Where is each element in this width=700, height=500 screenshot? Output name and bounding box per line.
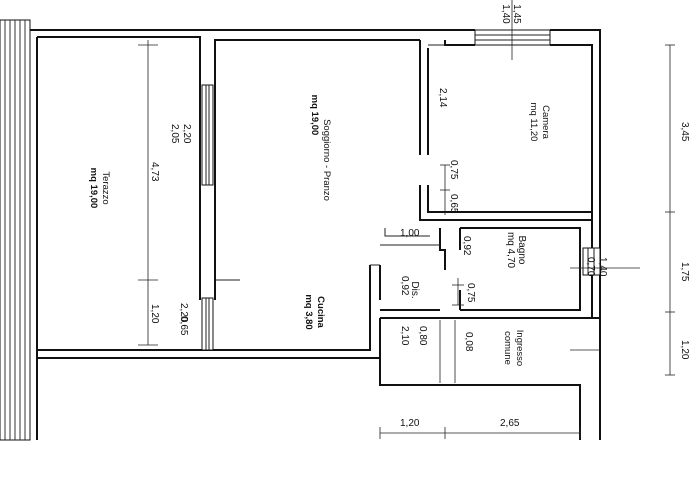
entrance-name-1: Ingresso bbox=[514, 330, 525, 366]
balcony-railing bbox=[0, 19, 31, 441]
dim-bedroom-wall: 2,14 bbox=[437, 88, 448, 108]
room-kitchen: Cucina mq 3,80 bbox=[303, 294, 326, 329]
entrance-walls bbox=[439, 320, 600, 383]
room-terrace: Terazzo mq 19,00 bbox=[88, 168, 111, 209]
kitchen-name: Cucina bbox=[315, 296, 326, 328]
entrance-name-2: comune bbox=[502, 331, 513, 365]
room-entrance: Ingresso comune bbox=[502, 330, 525, 366]
terrace-dimension bbox=[138, 40, 158, 346]
bathroom-walls bbox=[370, 227, 600, 319]
dim-hall-width: 1,00 bbox=[400, 228, 420, 239]
dim-entrance-h: 2,10 bbox=[399, 326, 410, 346]
dim-bedroom-door: 0,75 bbox=[448, 160, 459, 180]
dim-kitchen-window: 2,20 bbox=[178, 303, 189, 323]
svg-text:1,40: 1,40 bbox=[597, 257, 608, 277]
terrace-living-wall bbox=[199, 80, 240, 351]
bathroom-area: mq 4,70 bbox=[505, 232, 516, 269]
dim-terrace-height: 4,73 bbox=[149, 162, 160, 182]
dim-top-window: 1,45 1,40 bbox=[500, 4, 522, 24]
top-window bbox=[474, 0, 551, 60]
dim-right-top: 3,45 bbox=[679, 122, 690, 142]
outer-walls bbox=[30, 29, 601, 440]
bottom-dimension-chain bbox=[379, 427, 581, 439]
living-name: Soggiorno - Pranzo bbox=[321, 119, 332, 201]
bedroom-area: mq 11,20 bbox=[528, 103, 539, 142]
svg-text:0,70: 0,70 bbox=[585, 257, 596, 277]
room-living: Soggiorno - Pranzo mq 19,00 bbox=[309, 95, 332, 201]
room-bedroom: Camera mq 11,20 bbox=[528, 103, 551, 142]
bedroom-walls bbox=[419, 40, 592, 221]
terrace-name: Terazzo bbox=[100, 171, 111, 204]
terrace-area: mq 19,00 bbox=[88, 168, 99, 209]
dim-right-low: 1,20 bbox=[679, 340, 690, 360]
svg-text:2,05: 2,05 bbox=[169, 124, 180, 144]
dim-hall-door: 0,92 bbox=[399, 276, 410, 296]
dim-right-mid: 1,75 bbox=[679, 262, 690, 282]
dim-bath-door-a: 0,92 bbox=[461, 236, 472, 256]
bath-window bbox=[570, 247, 640, 276]
hallway-name: Dis. bbox=[409, 281, 420, 298]
dim-bottom-right: 2,65 bbox=[500, 418, 520, 429]
dim-terrace-lower: 1,20 bbox=[149, 304, 160, 324]
right-dimension-chain bbox=[665, 44, 675, 376]
svg-text:1,45: 1,45 bbox=[511, 4, 522, 24]
room-bathroom: Bagno mq 4,70 bbox=[505, 232, 527, 269]
living-area: mq 19,00 bbox=[309, 95, 320, 136]
dim-bath-window: 1,40 0,70 bbox=[585, 257, 608, 277]
dim-bedroom-gap: 0,65 bbox=[448, 194, 459, 214]
dim-bath-door: 0,75 bbox=[465, 283, 476, 303]
dim-entrance-w: 0,80 bbox=[417, 326, 428, 346]
dim-bottom-left: 1,20 bbox=[400, 418, 420, 429]
dim-entrance-side: 0,08 bbox=[463, 332, 474, 352]
bathroom-name: Bagno bbox=[516, 236, 527, 265]
bedroom-name: Camera bbox=[540, 105, 551, 140]
room-hallway: Dis. bbox=[409, 281, 420, 298]
svg-text:1,40: 1,40 bbox=[500, 4, 511, 24]
dim-living-window: 2,20 2,05 bbox=[169, 124, 192, 144]
kitchen-area: mq 3,80 bbox=[303, 294, 314, 329]
svg-text:2,20: 2,20 bbox=[181, 124, 192, 144]
dim-terrace-low-window: 0,65 bbox=[178, 316, 189, 336]
